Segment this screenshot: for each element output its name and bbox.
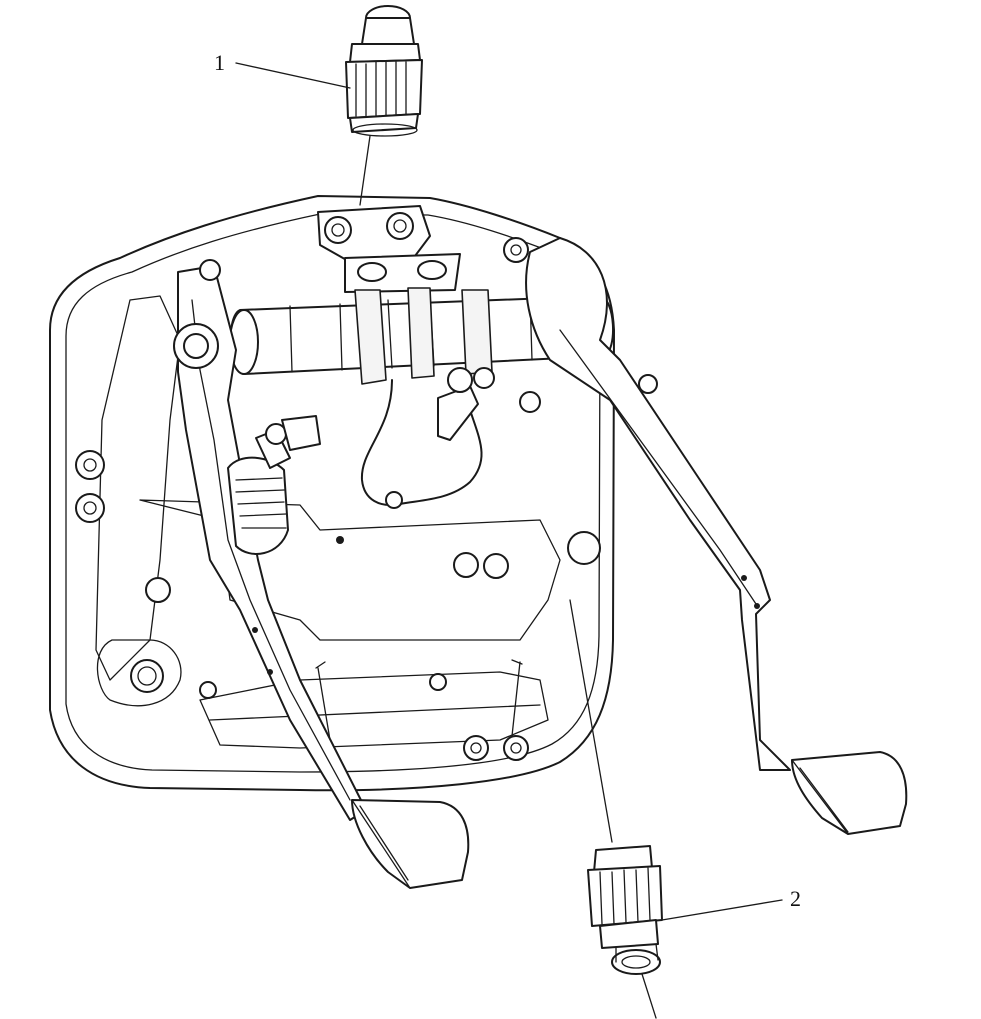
callout-1-number: 1 xyxy=(214,50,225,75)
callout-2-number: 2 xyxy=(790,886,801,911)
top-bracket xyxy=(317,205,461,293)
left-pedal-arm xyxy=(173,259,367,821)
master-cylinder xyxy=(227,415,321,555)
callout-2-leader xyxy=(661,899,783,921)
callout-2: 2 xyxy=(661,886,801,921)
callout-1-leader xyxy=(235,62,351,89)
right-pedal-arm xyxy=(503,237,791,771)
left-pedal-pad xyxy=(351,799,470,889)
sensor-cable xyxy=(360,367,495,509)
right-pedal-pad xyxy=(791,751,908,835)
callout-1: 1 xyxy=(214,50,351,89)
switch-part-2 xyxy=(569,599,663,1019)
hardware-bolts xyxy=(75,374,658,761)
switch-part-1 xyxy=(345,5,423,206)
